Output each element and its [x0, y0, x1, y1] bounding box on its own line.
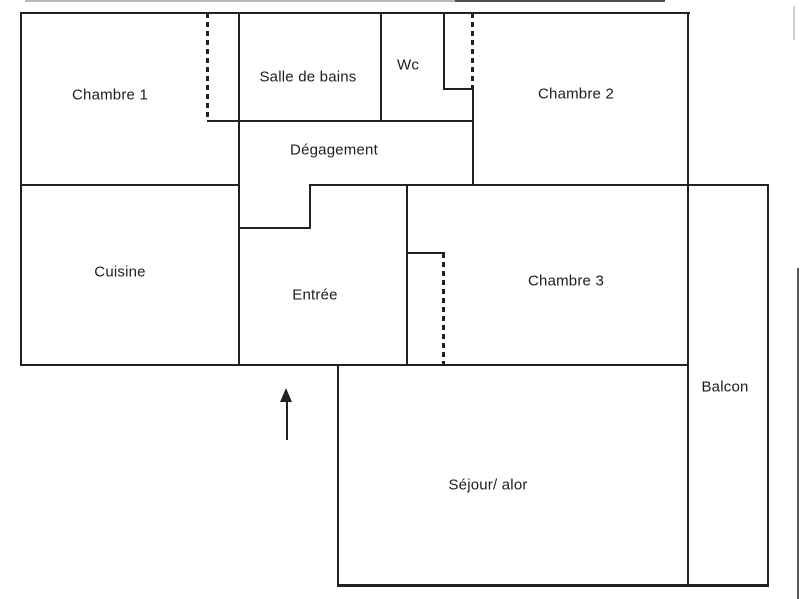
wall-upper-right: [309, 184, 769, 186]
wall-center-vertical: [238, 12, 240, 366]
scan-artifact-right-faint: [793, 6, 795, 40]
scan-artifact-top-faint: [25, 0, 455, 2]
wall-sejour-bottom-outer: [337, 584, 769, 587]
entrance-arrow-shaft: [286, 401, 288, 440]
wall-sejour-left: [337, 364, 339, 587]
wall-mid-bottom-outer: [20, 364, 689, 366]
dashed-line-chambre2-opening: [471, 13, 474, 88]
wall-wc-step: [443, 88, 474, 90]
wall-chambre3-door-notch: [406, 252, 445, 254]
wall-entree-notch-side: [309, 184, 311, 229]
wall-bathroom-bottom: [207, 120, 474, 122]
room-label-balcon: Balcon: [701, 378, 749, 396]
wall-right-main: [687, 12, 689, 587]
wall-entree-notch-bottom: [238, 227, 311, 229]
wall-balcon-right: [767, 184, 769, 587]
room-label-sejour-salon: Séjour/ alor: [448, 476, 528, 494]
room-label-chambre-1: Chambre 1: [71, 86, 149, 104]
wall-bathroom-wc-divider: [380, 12, 382, 122]
wall-wc-right: [443, 12, 445, 90]
wall-top-outer: [20, 12, 690, 14]
room-label-entree: Entrée: [292, 286, 338, 304]
room-label-chambre-2: Chambre 2: [537, 85, 615, 103]
dashed-line-chambre1-closet: [206, 13, 209, 121]
room-label-degagement: Dégagement: [290, 141, 378, 159]
room-label-wc: Wc: [396, 56, 420, 74]
dashed-line-chambre3-door: [442, 253, 445, 365]
wall-left-outer: [20, 12, 22, 366]
room-label-salle-de-bains: Salle de bains: [259, 68, 357, 86]
entrance-arrow-head: [280, 388, 292, 402]
wall-degagement-chambre2-divider: [472, 88, 474, 186]
room-label-cuisine: Cuisine: [94, 263, 146, 281]
room-label-chambre-3: Chambre 3: [527, 272, 605, 290]
scan-artifact-top-dark: [455, 0, 665, 2]
scan-artifact-right-dark: [797, 268, 799, 599]
wall-entree-right: [406, 184, 408, 366]
wall-chambre1-cuisine-divider: [20, 184, 240, 186]
